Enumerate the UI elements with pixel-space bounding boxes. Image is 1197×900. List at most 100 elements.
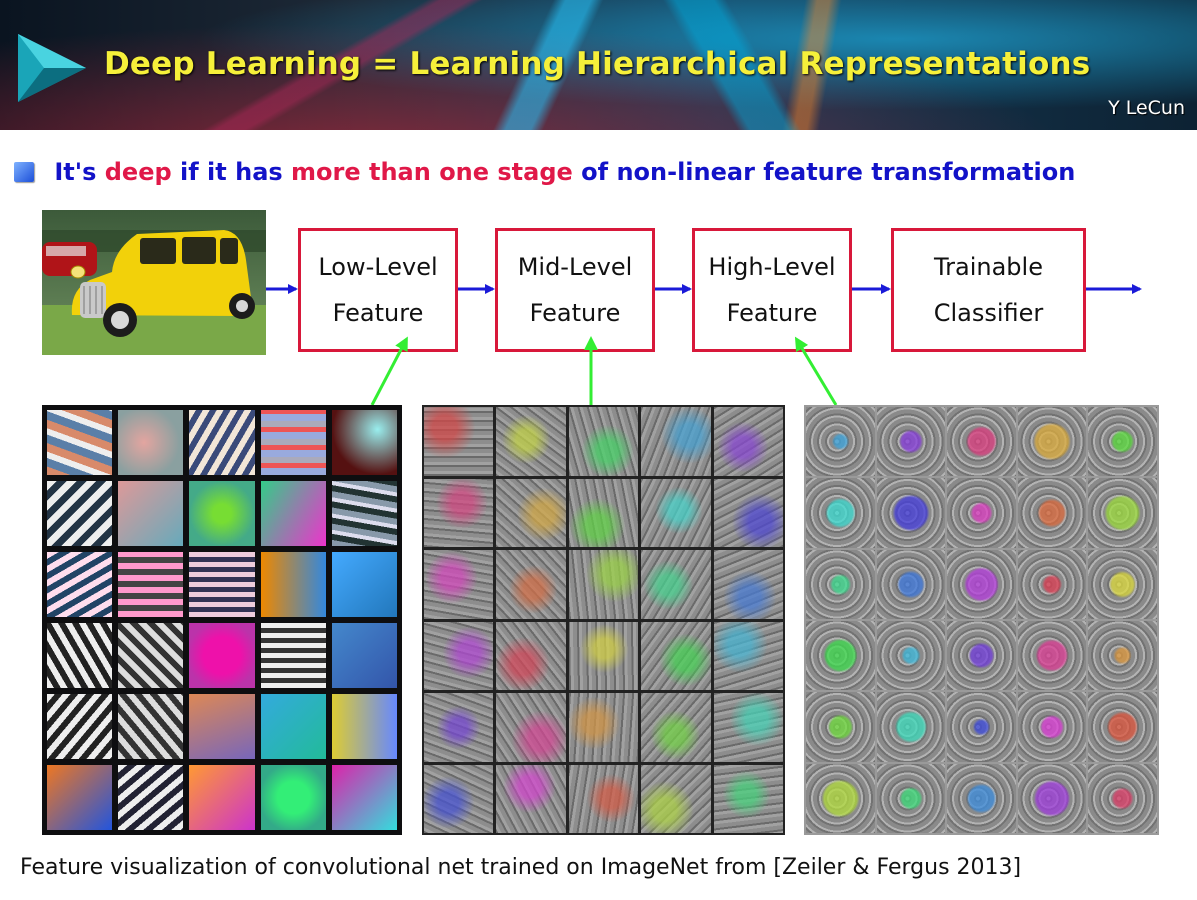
- feature-tile: [876, 692, 946, 762]
- feature-tile: [47, 481, 113, 546]
- feature-tile: [947, 692, 1016, 762]
- stage-label-line2: Feature: [529, 299, 621, 327]
- pointer-arrow-icon: [794, 336, 838, 406]
- feature-tile: [806, 763, 875, 833]
- feature-tile: [189, 410, 255, 475]
- feature-tile: [260, 481, 326, 546]
- feature-tile: [947, 478, 1016, 548]
- feature-tile: [47, 765, 113, 830]
- stage-label-line1: Mid-Level: [517, 253, 633, 281]
- feature-tile: [47, 552, 113, 617]
- feature-tile: [947, 407, 1016, 477]
- feature-tile: [1017, 621, 1087, 691]
- feature-tile: [189, 552, 255, 617]
- slide-header: Deep Learning = Learning Hierarchical Re…: [0, 0, 1197, 130]
- feature-tile: [424, 621, 494, 690]
- feature-tile: [1088, 407, 1157, 477]
- feature-tile: [118, 694, 184, 759]
- feature-tile: [496, 407, 566, 476]
- bullet-statement: It's deep if it has more than one stage …: [14, 158, 1075, 186]
- stage-low-level-feature: Low-Level Feature: [298, 228, 458, 352]
- feature-tile: [947, 549, 1016, 619]
- feature-tile: [1017, 763, 1087, 833]
- bullet-text-part: more than one stage: [291, 158, 573, 186]
- bullet-text-part: if it has: [171, 158, 292, 186]
- input-car-image: [42, 210, 266, 355]
- feature-tile: [876, 763, 946, 833]
- bullet-text-part: It's: [54, 158, 105, 186]
- feature-tile: [1088, 478, 1157, 548]
- stage-label-line1: Low-Level: [318, 253, 438, 281]
- feature-tile: [424, 693, 494, 762]
- feature-tile: [189, 694, 255, 759]
- bullet-text-part: deep: [104, 158, 172, 186]
- feature-tile: [496, 550, 566, 619]
- feature-tile: [118, 481, 184, 546]
- feature-tile: [1017, 407, 1087, 477]
- feature-tile: [424, 478, 494, 547]
- feature-tile: [806, 621, 875, 691]
- feature-tile: [189, 623, 255, 688]
- feature-tile: [47, 410, 113, 475]
- feature-tile: [876, 407, 946, 477]
- feature-tile: [806, 478, 875, 548]
- feature-tile: [260, 694, 326, 759]
- feature-tile: [1088, 549, 1157, 619]
- feature-tile: [568, 478, 639, 547]
- feature-tile: [424, 764, 494, 833]
- feature-tile: [189, 481, 255, 546]
- feature-tile: [1017, 478, 1087, 548]
- stage-mid-level-feature: Mid-Level Feature: [495, 228, 655, 352]
- stage-high-level-feature: High-Level Feature: [692, 228, 852, 352]
- feature-tile: [118, 410, 184, 475]
- bullet-text-part: of non-linear feature transformation: [572, 158, 1076, 186]
- feature-tile: [1017, 549, 1087, 619]
- feature-tile: [713, 764, 783, 833]
- stage-label-line1: High-Level: [708, 253, 836, 281]
- author-name: Y LeCun: [1108, 97, 1185, 119]
- feature-tile: [331, 694, 397, 759]
- feature-tile: [260, 765, 326, 830]
- feature-tile: [1088, 621, 1157, 691]
- feature-tile: [876, 478, 946, 548]
- feature-tile: [568, 407, 639, 476]
- stage-label-line2: Classifier: [933, 299, 1044, 327]
- feature-tile: [189, 765, 255, 830]
- high-level-feature-grid: [804, 405, 1159, 835]
- feature-tile: [118, 552, 184, 617]
- low-level-feature-grid: [42, 405, 402, 835]
- feature-tile: [806, 549, 875, 619]
- stage-label-line1: Trainable: [934, 253, 1043, 281]
- feature-tile: [424, 550, 494, 619]
- feature-tile: [713, 550, 783, 619]
- feature-tile: [331, 552, 397, 617]
- feature-tile: [260, 623, 326, 688]
- feature-tile: [496, 693, 566, 762]
- feature-tile: [331, 765, 397, 830]
- blue-square-bullet-icon: [14, 162, 34, 182]
- feature-tile: [1088, 692, 1157, 762]
- feature-tile: [47, 694, 113, 759]
- feature-tile: [424, 407, 494, 476]
- feature-tile: [806, 407, 875, 477]
- feature-tile: [641, 764, 711, 833]
- feature-tile: [260, 552, 326, 617]
- feature-tile: [713, 693, 783, 762]
- feature-tile: [496, 764, 566, 833]
- teal-triangle-logo-icon: [18, 34, 86, 102]
- feature-tile: [568, 693, 639, 762]
- figure-caption: Feature visualization of convolutional n…: [20, 855, 1022, 880]
- feature-tile: [496, 621, 566, 690]
- feature-tile: [1017, 692, 1087, 762]
- feature-tile: [260, 410, 326, 475]
- feature-tile: [947, 763, 1016, 833]
- feature-tile: [118, 623, 184, 688]
- feature-tile: [568, 621, 639, 690]
- feature-tile: [1088, 763, 1157, 833]
- stage-label-line2: Feature: [332, 299, 424, 327]
- feature-tile: [331, 623, 397, 688]
- feature-tile: [641, 693, 711, 762]
- feature-tile: [641, 407, 711, 476]
- feature-tile: [806, 692, 875, 762]
- stage-label-line2: Feature: [726, 299, 818, 327]
